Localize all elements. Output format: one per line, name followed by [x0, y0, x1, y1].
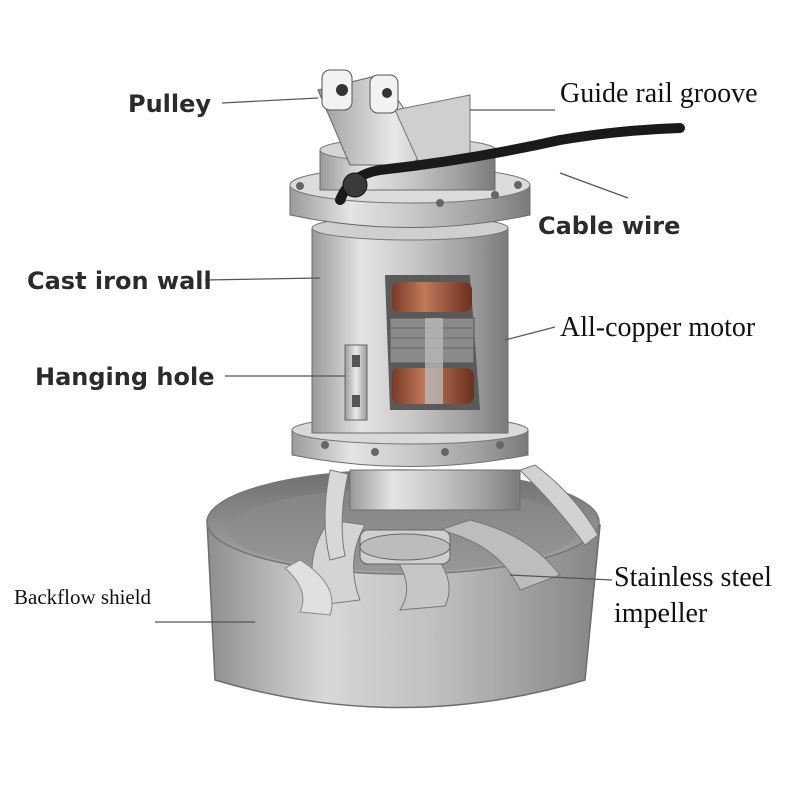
label-stainless-steel: Stainless steel — [614, 562, 772, 593]
copper-motor-cutaway — [385, 275, 480, 410]
leader-pulley — [221, 97, 319, 104]
impeller-shape — [284, 519, 561, 616]
leader-motor — [504, 326, 556, 341]
label-cable-wire: Cable wire — [538, 212, 681, 240]
leader-cable — [559, 172, 629, 199]
cable-shape — [335, 123, 685, 205]
label-impeller: impeller — [614, 598, 708, 629]
support-arms — [324, 464, 599, 561]
leader-cast-iron — [204, 277, 321, 281]
label-all-copper-motor: All-copper motor — [560, 312, 756, 343]
label-cast-iron-wall: Cast iron wall — [27, 267, 212, 295]
label-guide-rail-groove: Guide rail groove — [560, 78, 758, 109]
pulley-wheels — [321, 69, 399, 114]
label-backflow-shield: Backflow shield — [14, 585, 152, 609]
leader-impeller — [509, 574, 613, 581]
label-pulley: Pulley — [128, 90, 212, 118]
hanging-plate — [344, 344, 368, 421]
guide-rail-bracket — [317, 74, 471, 166]
leader-lines — [155, 97, 629, 623]
label-hanging-hole: Hanging hole — [35, 363, 215, 391]
